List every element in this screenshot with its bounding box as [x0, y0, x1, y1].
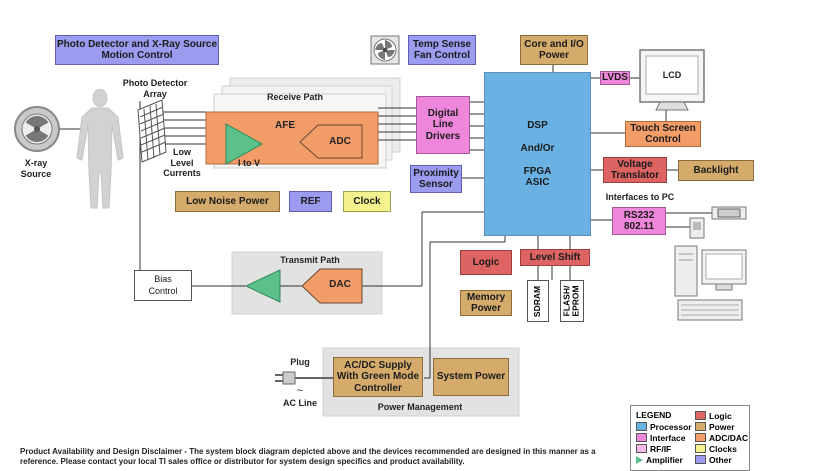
flash-eprom-label: FLASH/ EPROM [562, 285, 582, 317]
touch-screen-control-block: Touch Screen Control [625, 121, 701, 147]
legend-item-amplifier: Amplifier [636, 455, 683, 465]
lcd-monitor-icon [639, 49, 705, 111]
disclaimer-text: Product Availability and Design Disclaim… [20, 447, 596, 466]
voltage-translator-block: Voltage Translator [603, 157, 667, 183]
temp-sense-fan-control-block: Temp Sense Fan Control [408, 35, 476, 65]
afe-label: AFE [275, 120, 295, 131]
legend-label: Amplifier [646, 455, 683, 465]
motion-control-block: Photo Detector and X-Ray Source Motion C… [55, 35, 219, 65]
bias-control-block: Bias Control [134, 270, 192, 301]
digital-line-drivers-block: Digital Line Drivers [416, 96, 470, 154]
lvds-block: LVDS [600, 71, 630, 85]
flash-eprom-block: FLASH/ EPROM [560, 280, 584, 322]
usb-connector-icon [689, 217, 705, 239]
memory-power-block: Memory Power [460, 290, 512, 316]
plug-icon [275, 371, 333, 385]
system-power-block: System Power [433, 358, 509, 396]
i-to-v-label: I to V [238, 158, 260, 168]
plug-label: Plug [290, 357, 310, 367]
legend-item-other: Other [695, 455, 732, 465]
legend-item-power: Power [695, 422, 735, 432]
low-level-currents-label: Low Level Currents [163, 147, 201, 178]
transmit-path-label: Transmit Path [280, 255, 340, 265]
legend: LEGEND Processor Interface RF/IF Amplifi… [630, 405, 750, 471]
ref-block: REF [289, 191, 332, 212]
legend-label: RF/IF [650, 444, 672, 454]
photo-detector-array-icon [137, 99, 167, 163]
legend-item-logic: Logic [695, 411, 732, 421]
backlight-block: Backlight [678, 160, 754, 181]
legend-item-processor: Processor [636, 422, 692, 432]
transmit-amplifier [244, 269, 281, 303]
power-management-label: Power Management [377, 402, 463, 412]
pc-icon [674, 245, 747, 321]
legend-label: Clocks [709, 444, 737, 454]
lcd-label: LCD [662, 70, 682, 80]
legend-label: Other [709, 455, 732, 465]
legend-label: Processor [650, 422, 692, 432]
legend-item-rf-if: RF/IF [636, 444, 671, 454]
sdram-label: SDRAM [532, 285, 543, 317]
serial-port-icon [711, 206, 747, 220]
interfaces-to-pc-label: Interfaces to PC [605, 192, 675, 202]
legend-label: Interface [650, 433, 686, 443]
clock-block: Clock [343, 191, 391, 212]
dac-block [301, 268, 363, 304]
photo-detector-array-label: Photo Detector Array [122, 78, 188, 99]
rs232-80211-block: RS232 802.11 [612, 207, 666, 235]
xray-source-icon [14, 106, 60, 152]
i-to-v-amplifier [225, 123, 264, 165]
core-io-power-block: Core and I/O Power [520, 35, 588, 65]
adc-block [299, 124, 363, 159]
legend-title: LEGEND [636, 410, 672, 420]
dsp-fpga-asic-block: DSP And/Or FPGA ASIC [484, 72, 591, 236]
legend-label: Power [709, 422, 735, 432]
acdc-supply-block: AC/DC Supply With Green Mode Controller [333, 357, 423, 397]
legend-item-clocks: Clocks [695, 444, 737, 454]
ac-line-label: AC Line [282, 398, 317, 408]
legend-label: ADC/DAC [709, 433, 749, 443]
logic-block: Logic [460, 250, 512, 275]
legend-item-interface: Interface [636, 433, 685, 443]
low-noise-power-block: Low Noise Power [175, 191, 280, 212]
fan-icon [370, 35, 400, 65]
ac-line-tilde: ~ [296, 385, 304, 397]
xray-source-label: X-ray Source [20, 158, 52, 179]
proximity-sensor-block: Proximity Sensor [410, 165, 462, 193]
human-body-icon [76, 89, 124, 209]
dac-label: DAC [329, 279, 351, 290]
sdram-block: SDRAM [527, 280, 549, 322]
legend-label: Logic [709, 411, 732, 421]
receive-path-label: Receive Path [266, 92, 324, 102]
adc-label: ADC [329, 136, 351, 147]
legend-item-adc-dac: ADC/DAC [695, 433, 748, 443]
level-shift-block: Level Shift [520, 249, 590, 266]
